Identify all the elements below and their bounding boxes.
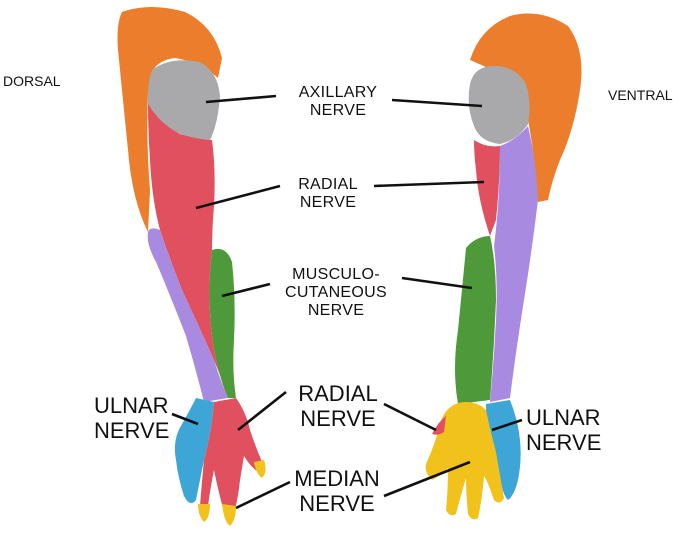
musculocutaneous-nerve-label: MUSCULO- CUTANEOUS NERVE [272,266,400,320]
ventral-radial-hand [432,416,446,435]
radial-lower-pointer-right [384,404,436,430]
ulnar-nerve-label-right: ULNAR NERVE [526,406,608,455]
radial-pointer-right [374,182,484,186]
radial-nerve-label-lower: RADIAL NERVE [290,382,386,431]
radial-nerve-label-upper: RADIAL NERVE [282,176,374,212]
ventral-view-label: VENTRAL [608,88,673,104]
ventral-musculocutaneous-region [455,236,496,404]
ventral-radial-region [474,140,500,236]
axillary-nerve-label: AXILLARY NERVE [283,84,393,120]
median-pointer-left [236,482,290,508]
musculo-pointer-right [402,278,472,288]
median-nerve-label: MEDIAN NERVE [288,467,386,516]
dorsal-view-label: DORSAL [3,74,61,90]
dorsal-arm [118,7,266,526]
axillary-pointer-right [392,100,482,106]
dorsal-ulnar-fingertip [198,504,210,522]
ulnar-nerve-label-left: ULNAR NERVE [94,394,174,443]
radial-lower-pointer-left [238,392,286,430]
